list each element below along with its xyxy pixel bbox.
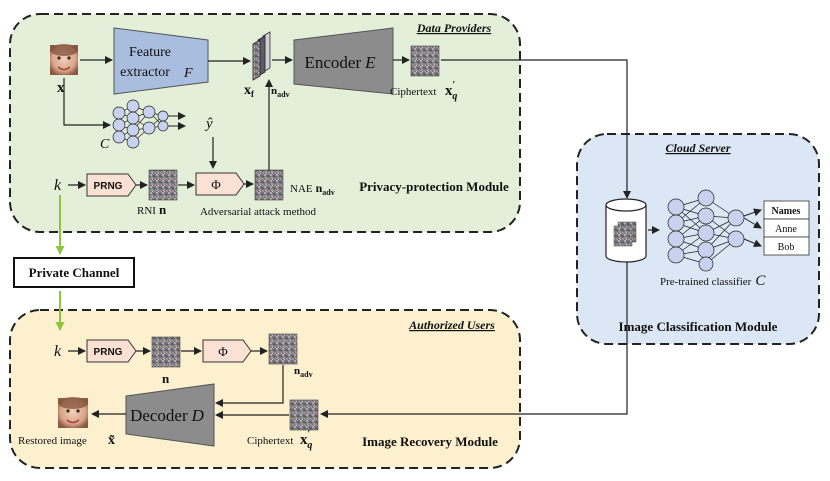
ciphertext-top-image bbox=[410, 45, 440, 77]
restored-face-image bbox=[58, 397, 88, 428]
prng-bottom-label: PRNG bbox=[94, 347, 123, 358]
xq-top-label: x′q bbox=[445, 80, 457, 102]
x-tilde-label: x̃ bbox=[108, 433, 115, 448]
k-bottom-label: k bbox=[54, 343, 62, 360]
x-to-classifier-arrow bbox=[63, 78, 111, 129]
n-bottom-label: n bbox=[162, 371, 170, 386]
nadv-to-decoder-arrow bbox=[215, 365, 284, 407]
prng-top-label: PRNG bbox=[94, 181, 123, 192]
y-hat-label: ŷ bbox=[204, 116, 213, 132]
net-to-bob-arrow bbox=[743, 238, 762, 248]
k-top-label: k bbox=[54, 177, 62, 194]
prng-bottom-block bbox=[86, 339, 137, 363]
privacy-protection-label: Privacy-protection Module bbox=[359, 179, 509, 194]
names-table-header: Names bbox=[772, 206, 801, 217]
input-face-image bbox=[50, 44, 78, 75]
nadv-bottom-image bbox=[268, 333, 298, 365]
ciphertext-top-label: Ciphertext bbox=[390, 86, 436, 98]
net-to-anne-arrow bbox=[743, 217, 762, 229]
classifier-c-network bbox=[112, 99, 169, 149]
rni-noise-image bbox=[148, 169, 178, 201]
decoder-block bbox=[125, 383, 215, 447]
adversarial-attack-label: Adversarial attack method bbox=[200, 206, 317, 218]
n-adv-top-label: nadv bbox=[271, 85, 290, 99]
encoder-block bbox=[293, 27, 394, 95]
ciphertext-bottom-label: Ciphertext bbox=[247, 435, 293, 447]
cloud-server-title: Cloud Server bbox=[665, 141, 730, 155]
x-label: x bbox=[57, 80, 65, 96]
feature-stack bbox=[252, 31, 271, 81]
n-noise-image bbox=[151, 336, 181, 368]
net-to-names-arrow bbox=[743, 208, 762, 217]
feature-extractor-label-1: Feature bbox=[129, 45, 171, 60]
feature-extractor-symbol: F bbox=[183, 66, 193, 81]
image-classification-label: Image Classification Module bbox=[619, 319, 778, 334]
xf-label: xf bbox=[244, 83, 255, 99]
database-icon bbox=[605, 198, 647, 263]
image-recovery-label: Image Recovery Module bbox=[362, 434, 498, 449]
cloud-to-recovery-arrow bbox=[320, 262, 628, 418]
phi-bottom-block bbox=[202, 339, 252, 363]
cipher-to-cloud-arrow bbox=[441, 59, 631, 199]
phi-top-label: Φ bbox=[211, 177, 221, 192]
data-providers-title: Data Providers bbox=[416, 21, 492, 35]
private-channel-label: Private Channel bbox=[29, 265, 120, 280]
feature-extractor-block bbox=[113, 27, 209, 95]
nae-noise-image bbox=[254, 169, 284, 201]
feature-extractor-label-2: extractor bbox=[120, 65, 170, 80]
pretrained-classifier-network bbox=[667, 189, 745, 272]
names-table-row: Bob bbox=[778, 242, 795, 253]
xq-bottom-label: x′q bbox=[300, 429, 312, 451]
c-label: C bbox=[100, 137, 110, 152]
private-channel-box bbox=[13, 257, 135, 288]
prng-top-block bbox=[86, 173, 137, 197]
phi-bottom-label: Φ bbox=[218, 344, 228, 359]
authorized-users-title: Authorized Users bbox=[408, 318, 495, 332]
names-table: Names Anne Bob bbox=[763, 200, 810, 256]
ciphertext-bottom-image bbox=[289, 399, 319, 431]
nadv-bottom-label: nadv bbox=[294, 365, 313, 379]
restored-image-label: Restored image bbox=[18, 435, 87, 447]
names-table-row: Anne bbox=[775, 224, 797, 235]
phi-top-block bbox=[195, 172, 245, 196]
